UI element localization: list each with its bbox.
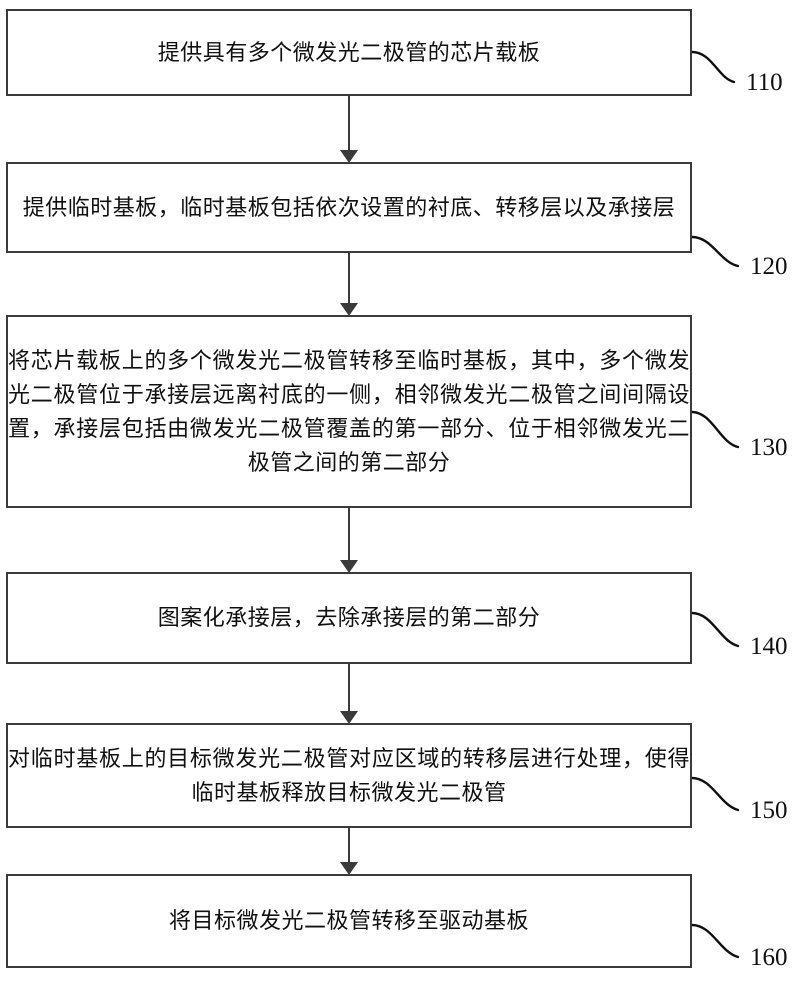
flow-arrow-3 <box>340 508 358 573</box>
flow-arrow-1 <box>340 96 358 163</box>
leader-line-110 <box>690 50 736 84</box>
flow-step-text-160: 将目标微发光二极管转移至驱动基板 <box>168 908 529 933</box>
reference-label-140: 140 <box>750 633 788 660</box>
flow-step-box-140: 图案化承接层，去除承接层的第二部分 <box>6 572 692 664</box>
reference-label-160: 160 <box>750 944 788 971</box>
flow-arrow-2 <box>340 253 358 316</box>
flow-step-text-140: 图案化承接层，去除承接层的第二部分 <box>157 605 541 630</box>
flow-step-box-110: 提供具有多个微发光二极管的芯片载板 <box>6 9 692 96</box>
flow-arrow-5 <box>340 828 358 875</box>
reference-label-150: 150 <box>750 797 788 824</box>
flow-step-box-160: 将目标微发光二极管转移至驱动基板 <box>6 874 692 968</box>
flow-step-text-110: 提供具有多个微发光二极管的芯片载板 <box>157 39 541 65</box>
flow-step-text-150: 对临时基板上的目标微发光二极管对应区域的转移层进行处理，使得临时基板释放目标微发… <box>8 745 690 805</box>
flow-step-box-150: 对临时基板上的目标微发光二极管对应区域的转移层进行处理，使得临时基板释放目标微发… <box>6 723 692 828</box>
reference-label-130: 130 <box>750 434 788 461</box>
reference-label-120: 120 <box>750 253 788 280</box>
flow-step-box-130: 将芯片载板上的多个微发光二极管转移至临时基板，其中，多个微发光二极管位于承接层远… <box>6 315 692 508</box>
flow-step-box-120: 提供临时基板，临时基板包括依次设置的衬底、转移层以及承接层 <box>6 162 692 253</box>
leader-line-120 <box>690 235 740 268</box>
flow-step-text-120: 提供临时基板，临时基板包括依次设置的衬底、转移层以及承接层 <box>22 194 676 220</box>
leader-line-160 <box>690 923 740 959</box>
leader-line-140 <box>690 611 740 648</box>
flow-arrow-4 <box>340 664 358 724</box>
leader-line-150 <box>690 776 740 812</box>
flow-step-text-130: 将芯片载板上的多个微发光二极管转移至临时基板，其中，多个微发光二极管位于承接层远… <box>8 347 690 475</box>
reference-label-110: 110 <box>746 69 783 96</box>
leader-line-130 <box>690 410 740 449</box>
